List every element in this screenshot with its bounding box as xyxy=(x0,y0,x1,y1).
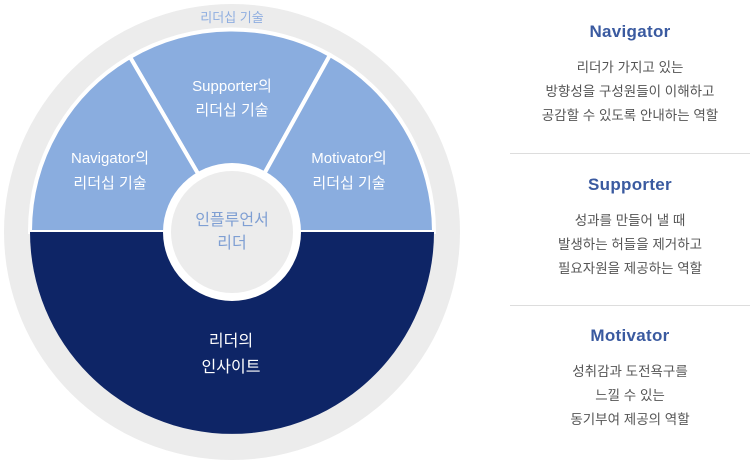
center-circle xyxy=(171,171,293,293)
segment-supporter xyxy=(127,27,333,237)
description-line: 느낄 수 있는 xyxy=(595,388,665,403)
segment-insight xyxy=(30,232,434,434)
motivator-label-line1: Motivator의 xyxy=(311,150,387,167)
role-description: 성취감과 도전욕구를 느낄 수 있는 동기부여 제공의 역할 xyxy=(510,360,750,432)
description-line: 방향성을 구성원들이 이해하고 xyxy=(545,84,715,99)
divider xyxy=(510,153,750,154)
description-line: 필요자원을 제공하는 역할 xyxy=(557,261,703,276)
supporter-label-line2: 리더십 기술 xyxy=(195,102,268,119)
role-motivator: Motivator 성취감과 도전욕구를 느낄 수 있는 동기부여 제공의 역할 xyxy=(510,326,750,432)
description-line: 동기부여 제공의 역할 xyxy=(570,412,690,427)
navigator-label-line1: Navigator의 xyxy=(71,150,149,167)
role-title: Navigator xyxy=(589,22,671,41)
supporter-label-line1: Supporter의 xyxy=(192,78,272,95)
role-description: 리더가 가지고 있는 방향성을 구성원들이 이해하고 공감할 수 있도록 안내하… xyxy=(510,56,750,128)
role-title: Motivator xyxy=(590,326,670,345)
description-line: 공감할 수 있도록 안내하는 역할 xyxy=(541,108,719,123)
description-line: 발생하는 허들을 제거하고 xyxy=(557,237,703,252)
insight-label-line2: 인사이트 xyxy=(202,358,261,376)
navigator-label-line2: 리더십 기술 xyxy=(73,175,146,192)
role-description: 성과를 만들어 낼 때 발생하는 허들을 제거하고 필요자원을 제공하는 역할 xyxy=(510,209,750,281)
description-line: 성과를 만들어 낼 때 xyxy=(574,213,686,228)
motivator-label-line2: 리더십 기술 xyxy=(312,175,385,192)
insight-label-line1: 리더의 xyxy=(209,332,253,350)
center-label-line1: 인플루언서 xyxy=(195,211,269,229)
divider xyxy=(510,305,750,306)
role-supporter: Supporter 성과를 만들어 낼 때 발생하는 허들을 제거하고 필요자원… xyxy=(510,175,750,281)
leadership-diagram: 리더십 기술 Supporter의 리더십 기술 Navigator의 리더십 … xyxy=(4,4,460,460)
outer-ring-label: 리더십 기술 xyxy=(200,10,263,25)
role-navigator: Navigator 리더가 가지고 있는 방향성을 구성원들이 이해하고 공감할… xyxy=(510,22,750,128)
role-title: Supporter xyxy=(588,175,672,194)
description-line: 성취감과 도전욕구를 xyxy=(572,364,688,379)
description-line: 리더가 가지고 있는 xyxy=(576,60,684,75)
center-label-line2: 리더 xyxy=(217,234,246,252)
